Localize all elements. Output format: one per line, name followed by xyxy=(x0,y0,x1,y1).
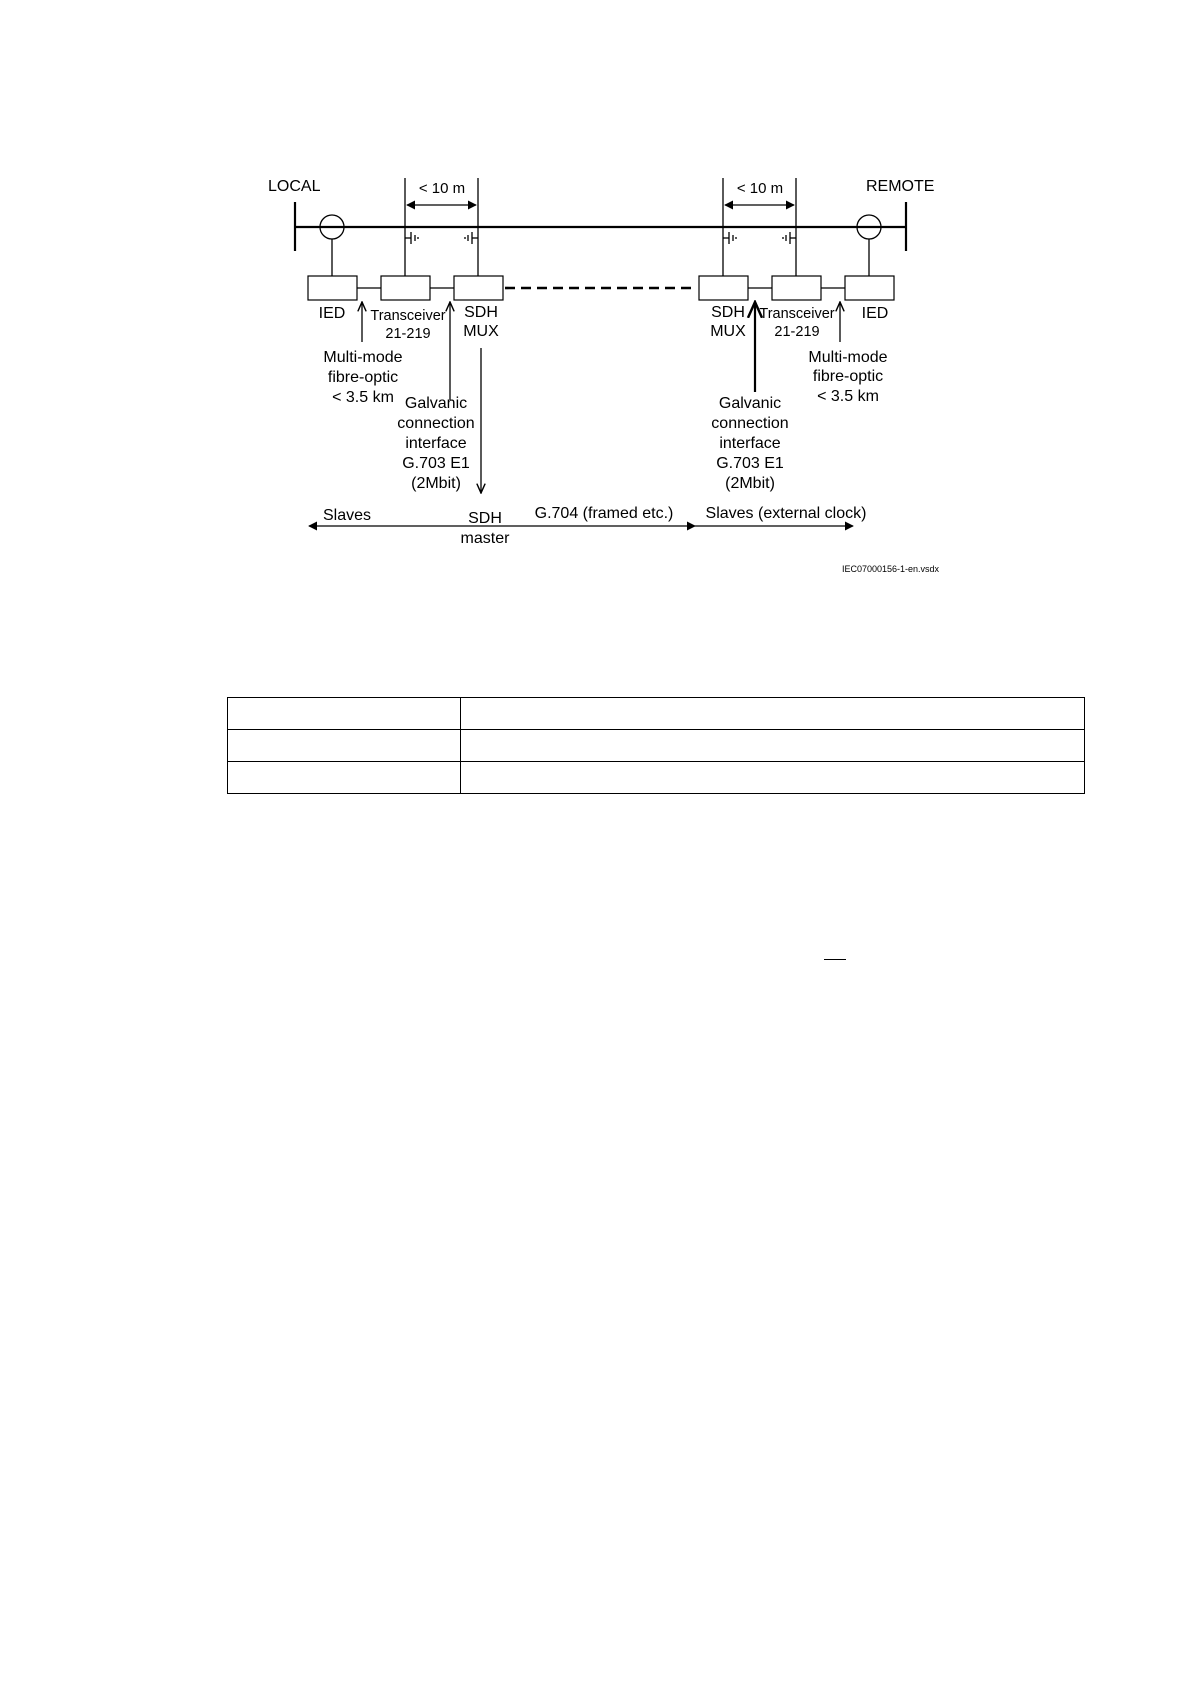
local-galvanic-line2: connection xyxy=(397,415,474,432)
overline-mark xyxy=(824,959,846,960)
sdh-master-line1: SDH xyxy=(468,510,502,527)
empty-table xyxy=(227,697,1085,794)
local-galvanic-line5: (2Mbit) xyxy=(411,475,461,492)
local-distance-label: < 10 m xyxy=(419,180,465,197)
figure-reference-code: IEC07000156-1-en.vsdx xyxy=(842,564,940,574)
local-mux-label: MUX xyxy=(463,323,499,340)
local-fibre-line1: Multi-mode xyxy=(323,349,402,366)
sdh-master-line2: master xyxy=(461,530,511,547)
table-cell xyxy=(460,697,1085,730)
local-label: LOCAL xyxy=(268,178,321,195)
table-row xyxy=(227,729,1085,762)
remote-transceiver-box xyxy=(771,275,822,301)
local-sdh-mux-box xyxy=(453,275,504,301)
table-cell xyxy=(227,761,461,794)
remote-ied-label: IED xyxy=(862,305,889,322)
remote-galvanic-line4: G.703 E1 xyxy=(716,455,784,472)
slaves-external-label: Slaves (external clock) xyxy=(706,505,867,522)
remote-galvanic-line3: interface xyxy=(719,435,780,452)
local-transceiver-box xyxy=(380,275,431,301)
table-row xyxy=(227,697,1085,730)
table-cell xyxy=(227,697,461,730)
remote-fibre-line2: fibre-optic xyxy=(813,368,883,385)
local-transceiver-model: 21-219 xyxy=(385,326,430,342)
remote-transceiver-label: Transceiver xyxy=(759,306,834,322)
remote-fibre-line3: < 3.5 km xyxy=(817,388,879,405)
g704-label: G.704 (framed etc.) xyxy=(535,505,674,522)
local-fibre-line3: < 3.5 km xyxy=(332,389,394,406)
local-earth-symbol-1 xyxy=(405,232,419,244)
local-sdh-label: SDH xyxy=(464,304,498,321)
local-earth-symbol-2 xyxy=(464,232,478,244)
remote-fibre-line1: Multi-mode xyxy=(808,349,887,366)
remote-earth-symbol-1 xyxy=(723,232,737,244)
local-galvanic-line1: Galvanic xyxy=(405,395,467,412)
remote-sdh-label: SDH xyxy=(711,304,745,321)
remote-mux-label: MUX xyxy=(710,323,746,340)
remote-earth-symbol-2 xyxy=(782,232,796,244)
local-ied-label: IED xyxy=(319,305,346,322)
table-cell xyxy=(227,729,461,762)
remote-label: REMOTE xyxy=(866,178,934,195)
local-galvanic-line3: interface xyxy=(405,435,466,452)
remote-distance-label: < 10 m xyxy=(737,180,783,197)
remote-ied-box xyxy=(844,275,895,301)
table-row xyxy=(227,761,1085,794)
local-galvanic-line4: G.703 E1 xyxy=(402,455,470,472)
table-cell xyxy=(460,729,1085,762)
remote-sdh-mux-box xyxy=(698,275,749,301)
local-transceiver-label: Transceiver xyxy=(370,308,445,324)
remote-galvanic-line1: Galvanic xyxy=(719,395,781,412)
table-cell xyxy=(460,761,1085,794)
remote-galvanic-line5: (2Mbit) xyxy=(725,475,775,492)
communication-diagram: LOCAL REMOTE < 10 m < 10 m IED IED xyxy=(268,178,940,574)
remote-transceiver-model: 21-219 xyxy=(774,324,819,340)
remote-galvanic-line2: connection xyxy=(711,415,788,432)
slaves-label: Slaves xyxy=(323,507,371,524)
local-ied-box xyxy=(307,275,358,301)
local-fibre-line2: fibre-optic xyxy=(328,369,398,386)
